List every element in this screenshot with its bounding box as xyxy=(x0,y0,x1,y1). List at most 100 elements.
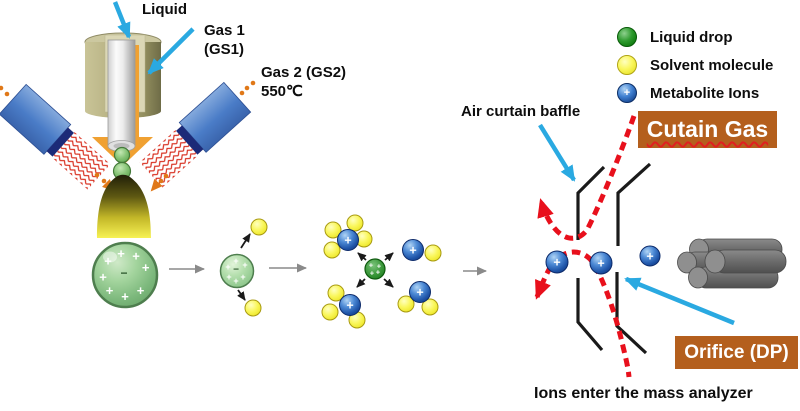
evaporation-arrow xyxy=(240,233,251,249)
right-heater-gun xyxy=(139,81,252,188)
metabolite-ion xyxy=(337,229,359,251)
plus-symbol: + xyxy=(99,270,107,285)
plus-symbol: + xyxy=(240,272,245,282)
plus-symbol: + xyxy=(376,268,381,277)
metabolite-ion xyxy=(545,250,569,274)
legend-item: Solvent molecule xyxy=(617,55,773,75)
droplet-body xyxy=(219,253,255,289)
plus-symbol: + xyxy=(233,256,238,266)
plus-symbol: + xyxy=(346,299,353,313)
gas1-label: Gas 1 (GS1) xyxy=(204,21,245,59)
gas2-label-line2: 550℃ xyxy=(261,83,303,100)
solvent-molecule-icon xyxy=(617,55,637,75)
evaporating-droplet: + + + + + + − xyxy=(219,253,255,289)
gas-flow-dot xyxy=(244,85,250,91)
gas1-label-arrow xyxy=(147,27,195,75)
rod-cap xyxy=(688,266,708,289)
gas2-label-line1: Gas 2 (GS2) xyxy=(261,64,347,81)
solvent-molecule xyxy=(321,303,339,321)
plus-symbol: + xyxy=(132,249,140,264)
gas-flow-dot xyxy=(250,80,256,86)
burst-arrow xyxy=(383,278,394,288)
metabolite-ion xyxy=(589,251,613,275)
droplet-highlight xyxy=(103,251,117,263)
rod-cap xyxy=(704,249,726,274)
plus-symbol: + xyxy=(117,246,125,261)
legend-item: Liquid drop xyxy=(617,27,773,47)
curtain-gas-callout: Cutain Gas xyxy=(638,111,777,148)
gas-flow-dot xyxy=(0,85,4,91)
charged-liquid-droplet: + + + + + + + + − xyxy=(91,241,159,309)
plus-symbol: + xyxy=(409,244,416,258)
solvent-molecule xyxy=(323,241,341,259)
minus-symbol: − xyxy=(120,266,127,280)
gas-flow-dot xyxy=(158,178,164,184)
metabolite-ion xyxy=(339,294,361,316)
legend-item-label: Liquid drop xyxy=(650,28,733,46)
legend-item-label: Solvent molecule xyxy=(650,56,774,74)
plus-symbol: + xyxy=(369,261,374,270)
gas-flow-arrow xyxy=(150,178,163,192)
plus-symbol: + xyxy=(137,283,145,298)
sample-capillary-tube xyxy=(107,39,136,147)
falling-liquid-drop xyxy=(113,146,131,164)
heater-nozzle-band xyxy=(46,127,74,157)
air-curtain-baffle-label: Air curtain baffle xyxy=(461,103,581,120)
ions-enter-label: Ions enter the mass analyzer xyxy=(534,385,753,402)
metabolite-ion xyxy=(639,245,661,267)
plus-symbol: + xyxy=(242,260,247,270)
minus-symbol: − xyxy=(233,265,239,276)
solvent-molecule xyxy=(397,295,415,313)
burst-arrow xyxy=(357,252,367,262)
plus-symbol: + xyxy=(370,269,375,278)
heater-nozzle-band xyxy=(176,125,204,155)
legend: Liquid drop Solvent molecule + Metabolit… xyxy=(617,27,773,111)
plus-symbol: + xyxy=(121,289,129,304)
gas2-label: Gas 2 (GS2) 550℃ xyxy=(261,63,346,101)
gas1-label-line2: (GS1) xyxy=(204,41,245,58)
gas-flow-dot xyxy=(163,173,169,179)
orifice-callout: Orifice (DP) xyxy=(675,336,798,369)
legend-item: + Metabolite Ions xyxy=(617,83,773,103)
plus-symbol: + xyxy=(225,262,230,272)
solvent-molecule xyxy=(250,218,268,236)
gas-flow-dot xyxy=(101,178,107,184)
quadrupole-rods xyxy=(677,238,787,289)
orifice-plate-upper xyxy=(616,162,652,246)
residual-droplet xyxy=(364,258,386,280)
coulomb-explosion: + + + + + + + + xyxy=(321,214,442,329)
curtain-gas-callout-text: Cutain Gas xyxy=(646,116,769,142)
curtain-gas-flow-in xyxy=(537,115,637,241)
spray-plume xyxy=(97,174,151,238)
rod-cap xyxy=(677,251,697,274)
plus-symbol: + xyxy=(233,276,238,286)
gas1-label-line1: Gas 1 xyxy=(204,22,245,39)
plus-symbol: + xyxy=(106,283,114,298)
plus-symbol: + xyxy=(553,256,560,270)
curtain-gas-flow-down xyxy=(547,249,632,378)
curtain-gas-flow xyxy=(534,115,637,378)
solvent-molecule xyxy=(327,284,345,302)
gas-flow-dot xyxy=(94,172,100,178)
plus-symbol: + xyxy=(142,260,150,275)
solvent-molecule xyxy=(346,214,364,232)
solvent-molecule xyxy=(244,299,262,317)
solvent-molecule xyxy=(424,244,442,262)
plus-symbol: + xyxy=(104,254,112,269)
orifice-callout-text: Orifice (DP) xyxy=(684,341,789,363)
gas-flow-dot xyxy=(4,91,10,97)
heated-gas-hatch xyxy=(139,130,199,188)
plus-symbol: + xyxy=(344,234,351,248)
plus-symbol: + xyxy=(377,262,382,271)
burst-arrow xyxy=(384,252,394,262)
legend-item-label: Metabolite Ions xyxy=(650,84,760,102)
plus-symbol: + xyxy=(416,286,423,300)
metabolite-ion xyxy=(402,239,424,261)
burst-arrow xyxy=(356,278,366,288)
curtain-plate-lower xyxy=(576,278,604,352)
quadrupole-rod xyxy=(704,249,787,274)
liquid-label: Liquid xyxy=(142,1,187,18)
metabolite-ion xyxy=(409,281,431,303)
